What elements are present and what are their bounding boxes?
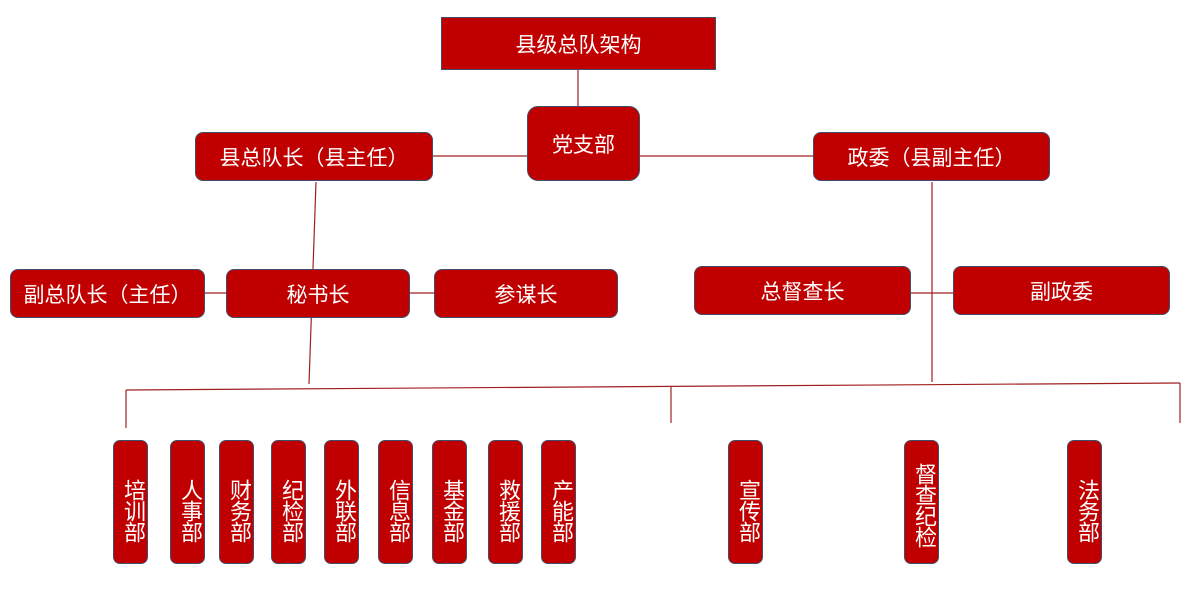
dept-publicity: 宣传部 (728, 440, 763, 564)
dept-external-liaison: 外联部 (324, 440, 359, 564)
dept-production: 产能部 (541, 440, 576, 564)
dept-training: 培训部 (113, 440, 148, 564)
dept-inspection-discipline: 督查纪检 (904, 440, 939, 564)
chief-of-staff-box: 参谋长 (434, 269, 618, 318)
dept-personnel: 人事部 (170, 440, 205, 564)
deputy-captain-box: 副总队长（主任） (10, 269, 205, 318)
title-box: 县级总队架构 (441, 17, 716, 70)
dept-discipline: 纪检部 (271, 440, 306, 564)
secretary-general-box: 秘书长 (226, 269, 410, 318)
chief-inspector-box: 总督查长 (694, 266, 911, 315)
dept-legal: 法务部 (1067, 440, 1102, 564)
dept-finance: 财务部 (219, 440, 254, 564)
deputy-commissar-box: 副政委 (953, 266, 1170, 315)
connector-horizontal-bus (125, 382, 1181, 391)
dept-fund: 基金部 (432, 440, 467, 564)
party-branch-box: 党支部 (527, 106, 640, 181)
commissar-box: 政委（县副主任） (813, 132, 1050, 181)
dept-rescue: 救援部 (488, 440, 523, 564)
dept-information: 信息部 (378, 440, 413, 564)
county-captain-box: 县总队长（县主任） (195, 132, 433, 181)
